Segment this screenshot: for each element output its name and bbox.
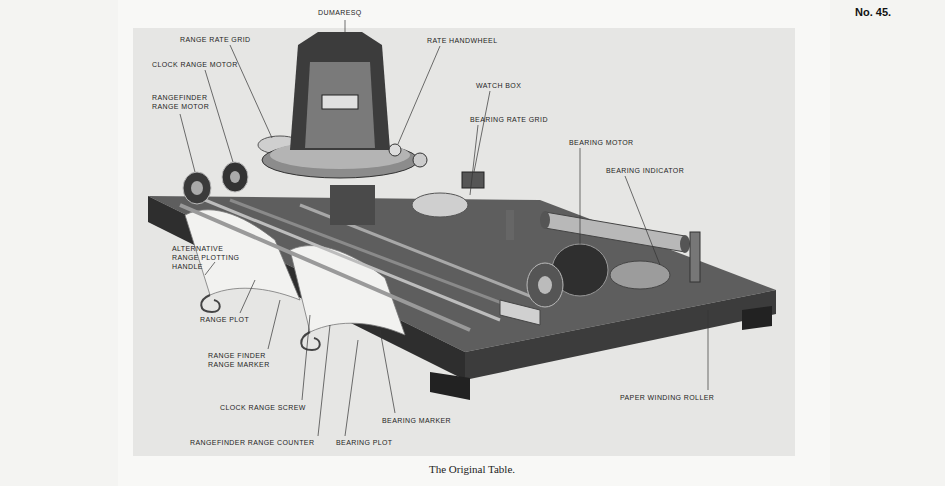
part-label: BEARING RATE GRID <box>470 115 548 124</box>
plate-number: No. 45. <box>855 6 891 18</box>
foot <box>430 372 470 400</box>
part-label: BEARING MARKER <box>382 416 451 425</box>
part-label: RANGE FINDER RANGE MARKER <box>208 351 270 369</box>
motor-hub <box>230 171 240 183</box>
rail <box>180 205 470 330</box>
part-label: RANGEFINDER RANGE MOTOR <box>152 93 214 111</box>
part-label: WATCH BOX <box>476 81 521 90</box>
page <box>118 0 830 486</box>
part-label: RANGEFINDER RANGE COUNTER <box>190 438 314 447</box>
clock-range-motor <box>222 162 248 192</box>
dumaresq-bar <box>322 95 358 109</box>
bearing-rate-grid <box>412 193 468 217</box>
part-label: CLOCK RANGE MOTOR <box>152 60 238 69</box>
part-label: PAPER WINDING ROLLER <box>620 393 714 402</box>
rangefinder-range-motor <box>183 172 211 204</box>
bearing-marker <box>500 300 540 325</box>
paper-curl <box>201 295 220 312</box>
paper-winding-roller <box>545 212 685 252</box>
part-label: DUMARESQ <box>318 8 362 17</box>
foot <box>742 306 772 330</box>
part-label: BEARING INDICATOR <box>606 166 684 175</box>
roller-end <box>680 235 690 253</box>
part-label: RATE HANDWHEEL <box>427 36 497 45</box>
pedestal <box>330 185 375 225</box>
watch-box <box>462 172 484 188</box>
bearing-dial <box>610 261 670 289</box>
paper-curl <box>301 332 320 350</box>
dumaresq-frame <box>290 32 390 150</box>
bearing-gear <box>527 263 563 307</box>
part-label: RANGE PLOT <box>200 315 249 324</box>
gear-hub <box>538 276 552 294</box>
handwheel <box>413 153 427 167</box>
caption: The Original Table. <box>429 463 515 475</box>
bearing-indicator <box>690 232 700 282</box>
roller-end <box>540 211 550 229</box>
plate-ground <box>133 28 795 456</box>
part-label: ALTERNATIVE RANGE PLOTTING HANDLE <box>172 244 250 271</box>
table-side <box>465 290 776 380</box>
leader-lines <box>180 20 708 436</box>
rate-handwheel <box>389 144 401 156</box>
part-label: BEARING PLOT <box>336 438 393 447</box>
motor-hub <box>191 181 203 195</box>
post <box>506 210 514 240</box>
dumaresq-window <box>305 62 375 148</box>
part-label: CLOCK RANGE SCREW <box>220 403 306 412</box>
part-label: RANGE RATE GRID <box>180 35 250 44</box>
part-label: BEARING MOTOR <box>569 138 634 147</box>
